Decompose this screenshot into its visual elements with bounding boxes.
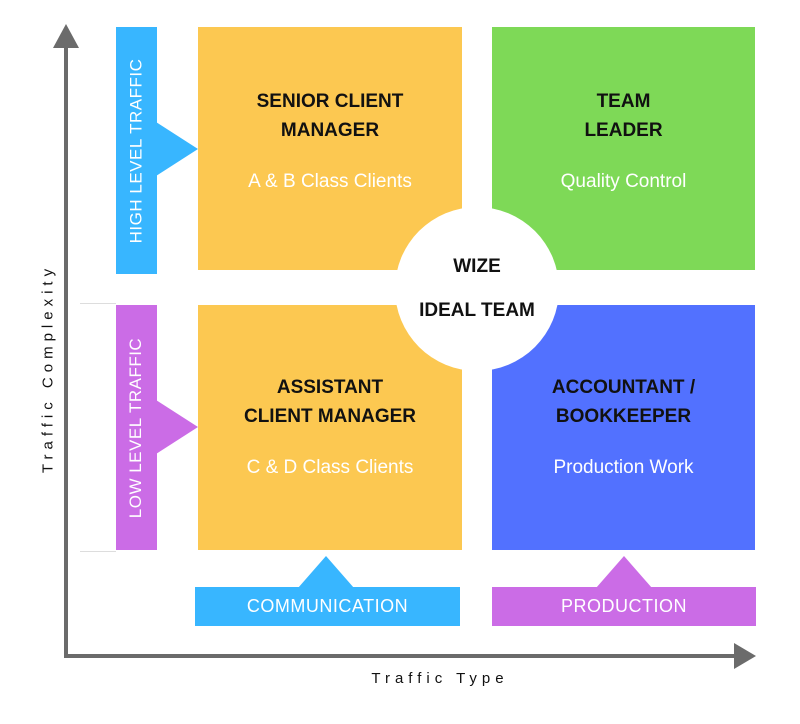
- senior-title-line1: SENIOR CLIENT: [256, 91, 404, 112]
- accountant-subtitle: Production Work: [553, 457, 694, 478]
- low-level-traffic-text: LOW LEVEL TRAFFIC: [126, 337, 146, 518]
- y-axis-title: Traffic Complexity: [39, 263, 57, 474]
- low-level-traffic-label: LOW LEVEL TRAFFIC: [116, 305, 157, 550]
- y-axis-line: [64, 44, 68, 658]
- senior-subtitle: A & B Class Clients: [248, 171, 412, 192]
- communication-label: COMMUNICATION: [195, 587, 460, 626]
- senior-title: SENIOR CLIENT MANAGER: [257, 87, 404, 145]
- accountant-title-line1: ACCOUNTANT /: [551, 377, 696, 398]
- assistant-title-line1: ASSISTANT: [276, 377, 384, 398]
- senior-title-line2: MANAGER: [280, 120, 380, 141]
- team-title: TEAM LEADER: [584, 87, 662, 145]
- assistant-subtitle: C & D Class Clients: [246, 457, 414, 478]
- communication-pointer-icon: [298, 556, 354, 588]
- production-pointer-icon: [596, 556, 652, 588]
- accountant-title-line2: BOOKKEEPER: [555, 406, 692, 427]
- quadrant-senior-client-manager: SENIOR CLIENT MANAGER A & B Class Client…: [198, 27, 462, 270]
- production-label: PRODUCTION: [492, 587, 756, 626]
- center-line1: WIZE: [453, 256, 501, 277]
- high-level-traffic-pointer-icon: [156, 122, 198, 176]
- x-axis-title: Traffic Type: [371, 670, 509, 687]
- assistant-title: ASSISTANT CLIENT MANAGER: [244, 373, 416, 431]
- high-level-traffic-text: HIGH LEVEL TRAFFIC: [126, 58, 146, 243]
- x-axis-arrowhead-icon: [734, 643, 756, 669]
- separator-line-top: [80, 303, 116, 304]
- team-title-line1: TEAM: [596, 91, 651, 112]
- wize-ideal-team-circle: WIZE IDEAL TEAM: [395, 207, 559, 371]
- x-axis-line: [64, 654, 738, 658]
- low-level-traffic-pointer-icon: [156, 400, 198, 454]
- y-axis-arrowhead-icon: [53, 24, 79, 48]
- center-line2: IDEAL TEAM: [419, 300, 535, 321]
- team-title-line2: LEADER: [584, 120, 663, 141]
- quadrant-team-leader: TEAM LEADER Quality Control: [492, 27, 755, 270]
- accountant-title: ACCOUNTANT / BOOKKEEPER: [552, 373, 695, 431]
- team-subtitle: Quality Control: [560, 171, 687, 192]
- high-level-traffic-label: HIGH LEVEL TRAFFIC: [116, 27, 157, 274]
- assistant-title-line2: CLIENT MANAGER: [243, 406, 417, 427]
- separator-line-bottom: [80, 551, 116, 552]
